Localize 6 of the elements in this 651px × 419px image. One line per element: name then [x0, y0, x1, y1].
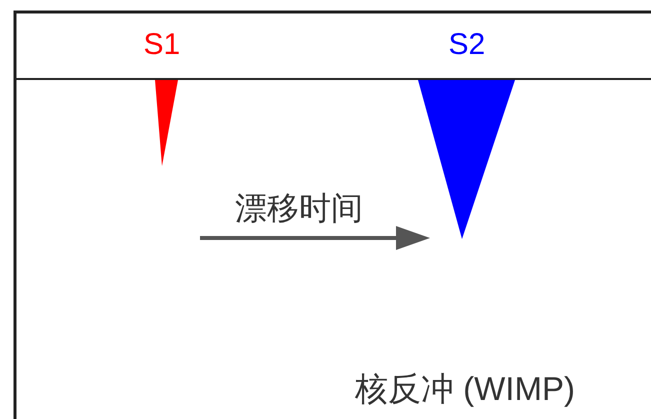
event-label: 核反冲 (WIMP)	[355, 372, 575, 405]
signal-pulse	[155, 80, 178, 166]
signal-label: S1	[144, 30, 180, 60]
signal-pulse	[418, 80, 515, 239]
axis-label: 漂移时间	[235, 192, 363, 224]
signal-label: S2	[448, 30, 486, 60]
